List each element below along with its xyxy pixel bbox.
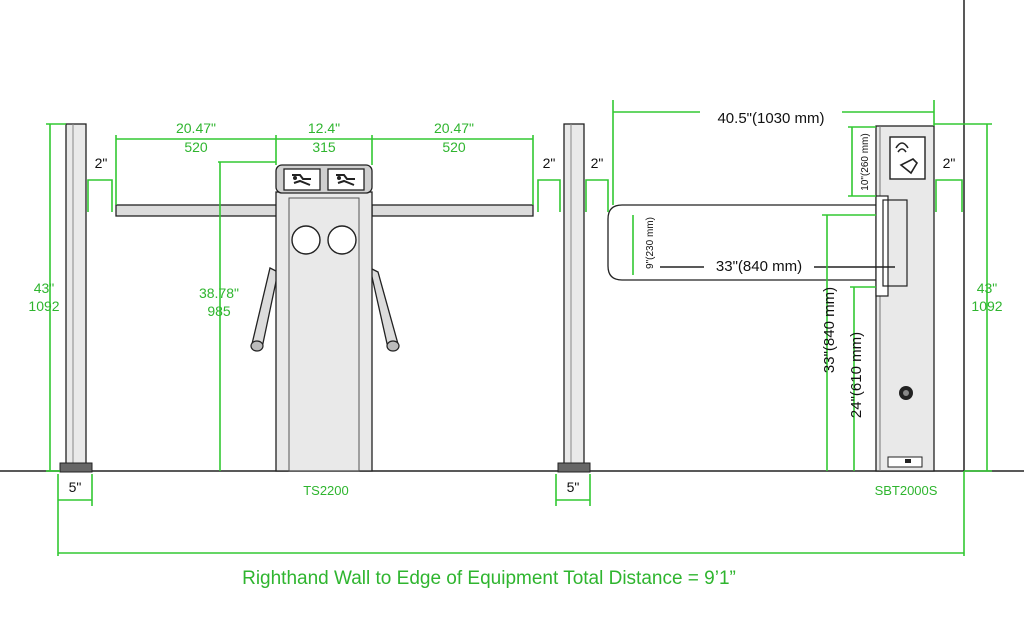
right-post-height-imperial: 43" (977, 280, 998, 296)
barrier-elevation-label: 33"(840 mm) (821, 287, 838, 373)
card-reader-icon (327, 168, 365, 191)
dim-panel-elevation (850, 286, 876, 471)
barrier-cabinet (875, 125, 935, 472)
dim-arm-offset-brackets (87, 179, 963, 212)
post-base-left-label: 5" (69, 479, 82, 495)
cabinet-width-imperial: 12.4" (308, 120, 340, 136)
tripod-turnstile (115, 164, 534, 472)
dim-right-post-height (934, 123, 992, 472)
head-height-label: 10"(260 mm) (860, 133, 871, 190)
swing-barrier (607, 125, 935, 472)
post-base-right-label: 5" (567, 479, 580, 495)
dim-total-distance (57, 471, 965, 556)
tripod-model-label: TS2200 (303, 483, 349, 498)
gap-left-metric: 520 (184, 139, 208, 155)
tripod-arm-right (371, 204, 534, 217)
tripod-angled-arm-right (369, 266, 399, 349)
arm-height-imperial: 38.78" (199, 285, 239, 301)
middle-post (557, 123, 591, 473)
tripod-cabinet (275, 191, 373, 472)
barrier-length-label: 33"(840 mm) (716, 258, 802, 275)
dim-arm-height (218, 161, 276, 471)
overall-width-label: 40.5"(1030 mm) (717, 110, 824, 127)
dim-top-spans (115, 135, 534, 205)
barrier-model-label: SBT2000S (875, 483, 938, 498)
total-distance-caption: Righthand Wall to Edge of Equipment Tota… (242, 568, 736, 589)
left-post-height-metric: 1092 (28, 298, 59, 314)
barrier-arm-offset-right-label: 2" (943, 155, 956, 171)
left-post-height-imperial: 43" (34, 280, 55, 296)
dim-head-height (848, 126, 876, 197)
hub-indicator-right (327, 225, 357, 255)
gap-right-metric: 520 (442, 139, 466, 155)
rfid-reader-icon (889, 136, 926, 180)
barrier-panel (607, 204, 896, 281)
arm-height-metric: 985 (207, 303, 231, 319)
tripod-arm-left (115, 204, 278, 217)
tripod-angled-arm-left (251, 267, 279, 349)
panel-elevation-label: 24"(610 mm) (848, 332, 865, 418)
arm-offset-left-label: 2" (95, 155, 108, 171)
left-post (59, 123, 93, 473)
dim-post-base (57, 474, 591, 506)
arm-offset-right-label: 2" (543, 155, 556, 171)
card-reader-icon (283, 168, 321, 191)
dim-left-post-height (46, 123, 66, 472)
cabinet-width-metric: 315 (312, 139, 336, 155)
right-post-height-metric: 1092 (971, 298, 1002, 314)
hub-indicator-left (291, 225, 321, 255)
gap-right-imperial: 20.47" (434, 120, 474, 136)
dim-overall-width (612, 100, 935, 205)
gap-left-imperial: 20.47" (176, 120, 216, 136)
barrier-height-label: 9"(230 mm) (645, 217, 656, 269)
dim-barrier-elevation (822, 214, 876, 471)
barrier-arm-offset-left-label: 2" (591, 155, 604, 171)
